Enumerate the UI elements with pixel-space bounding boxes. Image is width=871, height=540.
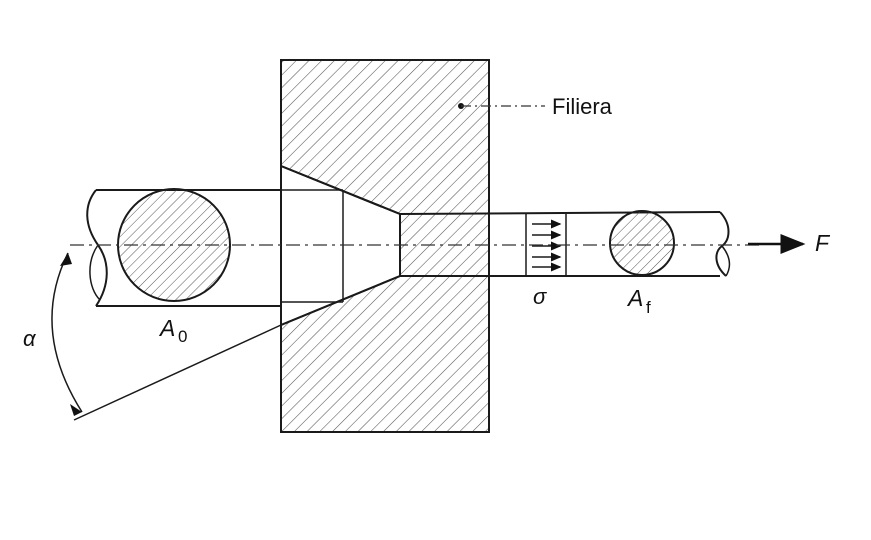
final-area-subscript: f <box>646 298 651 317</box>
final-cross-section <box>609 210 675 276</box>
die-label: Filiera <box>552 94 613 119</box>
initial-area-label: A <box>158 315 175 341</box>
angle-ray <box>73 324 282 421</box>
final-area-label: A <box>626 285 643 311</box>
die-body <box>280 59 490 433</box>
angle-arc-arrow-top <box>60 253 72 266</box>
force-label: F <box>815 230 831 256</box>
stress-label: σ <box>533 284 547 309</box>
angle-label: α <box>23 326 37 351</box>
angle-arc <box>51 252 83 413</box>
initial-area-subscript: 0 <box>178 327 187 346</box>
stress-arrows <box>532 219 562 272</box>
angle-arc-arrow-bottom <box>70 404 82 416</box>
